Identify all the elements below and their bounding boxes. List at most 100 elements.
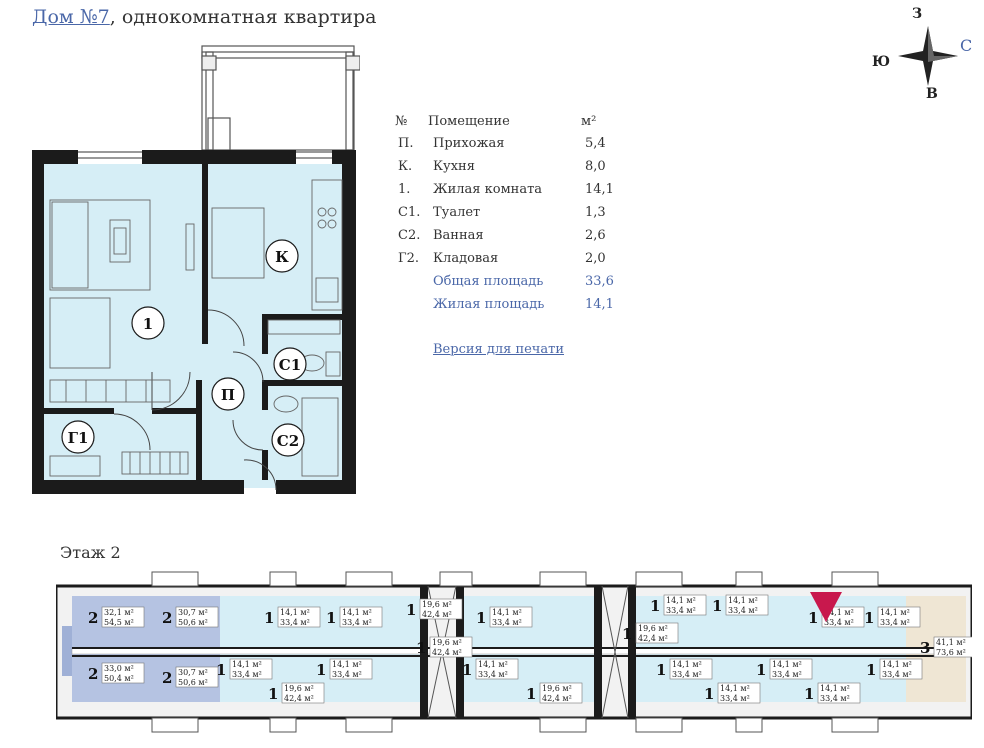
unit-living-area: 19,6 м² (284, 684, 314, 693)
unit-area-box (817, 682, 861, 704)
unit-total-area: 50,4 м² (104, 674, 134, 683)
unit-area-box (101, 606, 145, 628)
unit-rooms: 1 (264, 609, 274, 627)
unit-living-area: 41,1 м² (936, 638, 966, 647)
label-storage: Г1 (68, 429, 89, 447)
unit-rooms: 1 (804, 685, 814, 703)
unit-total-area: 33,4 м² (672, 670, 702, 679)
unit-rooms: 1 (650, 597, 660, 615)
unit-total-area: 33,4 м² (772, 670, 802, 679)
doors (113, 309, 277, 491)
unit-rooms: 1 (406, 601, 416, 619)
unit-living-area: 19,6 м² (432, 638, 462, 647)
unit-area-box (419, 598, 463, 620)
unit-area-box (669, 658, 713, 680)
unit-rooms: 1 (476, 609, 486, 627)
unit-total-area: 54,5 м² (104, 618, 134, 627)
house-link[interactable]: Дом №7 (32, 6, 110, 28)
row-area: 1,3 (585, 205, 606, 220)
unit-rooms: 1 (526, 685, 536, 703)
compass: З В Ю С (866, 6, 976, 106)
unit-area-box (717, 682, 761, 704)
row-name: Туалет (433, 205, 481, 220)
label-living: 1 (143, 315, 153, 333)
unit-rooms: 1 (656, 661, 666, 679)
row-name: Прихожая (433, 136, 505, 151)
unit-total-area: 33,4 м² (820, 694, 850, 703)
unit-total-area: 33,4 м² (880, 618, 910, 627)
print-version-link[interactable]: Версия для печати (433, 342, 565, 357)
title-text: , однокомнатная квартира (109, 6, 377, 28)
unit-rooms: 1 (712, 597, 722, 615)
unit-living-area: 14,1 м² (720, 684, 750, 693)
unit-rooms: 1 (326, 609, 336, 627)
unit-area-box (635, 622, 679, 644)
unit-rooms: 1 (864, 609, 874, 627)
unit-living-area: 14,1 м² (880, 608, 910, 617)
living-value: 14,1 (585, 297, 614, 312)
unit-total-area: 33,4 м² (492, 618, 522, 627)
unit-living-area: 14,1 м² (824, 608, 854, 617)
row-code: Г2. (398, 251, 420, 266)
row-area: 2,6 (585, 228, 606, 243)
row-code: 1. (398, 182, 411, 197)
unit-rooms: 1 (316, 661, 326, 679)
row-name: Кладовая (433, 251, 499, 266)
row-name: Ванная (433, 228, 484, 243)
unit-total-area: 33,4 м² (666, 606, 696, 615)
unit-total-area: 33,4 м² (232, 670, 262, 679)
unit-area-box (281, 682, 325, 704)
unit-living-area: 30,7 м² (178, 608, 208, 617)
unit-rooms: 1 (866, 661, 876, 679)
total-value: 33,6 (585, 274, 614, 289)
compass-east: С (960, 36, 973, 55)
compass-rose-icon (898, 26, 958, 86)
apartment-plan: 1 К П С1 С2 Г1 (30, 40, 361, 500)
unit-area-box (339, 606, 383, 628)
unit-rooms: 2 (88, 609, 98, 627)
unit-area-box (429, 636, 473, 658)
unit-area-box (663, 594, 707, 616)
unit-total-area: 33,4 м² (720, 694, 750, 703)
header-unit: м² (581, 114, 597, 129)
unit-rooms: 1 (622, 625, 632, 643)
label-hall: П (221, 386, 235, 404)
walls (32, 150, 356, 494)
unit-area-box (175, 606, 219, 628)
unit-area-box (475, 658, 519, 680)
unit-total-area: 42,4 м² (432, 648, 462, 657)
row-area: 8,0 (585, 159, 606, 174)
row-area: 5,4 (585, 136, 606, 151)
unit-total-area: 42,4 м² (284, 694, 314, 703)
unit-living-area: 14,1 м² (332, 660, 362, 669)
unit-total-area: 73,6 м² (936, 648, 966, 657)
unit-total-area: 50,6 м² (178, 678, 208, 687)
unit-living-area: 14,1 м² (492, 608, 522, 617)
